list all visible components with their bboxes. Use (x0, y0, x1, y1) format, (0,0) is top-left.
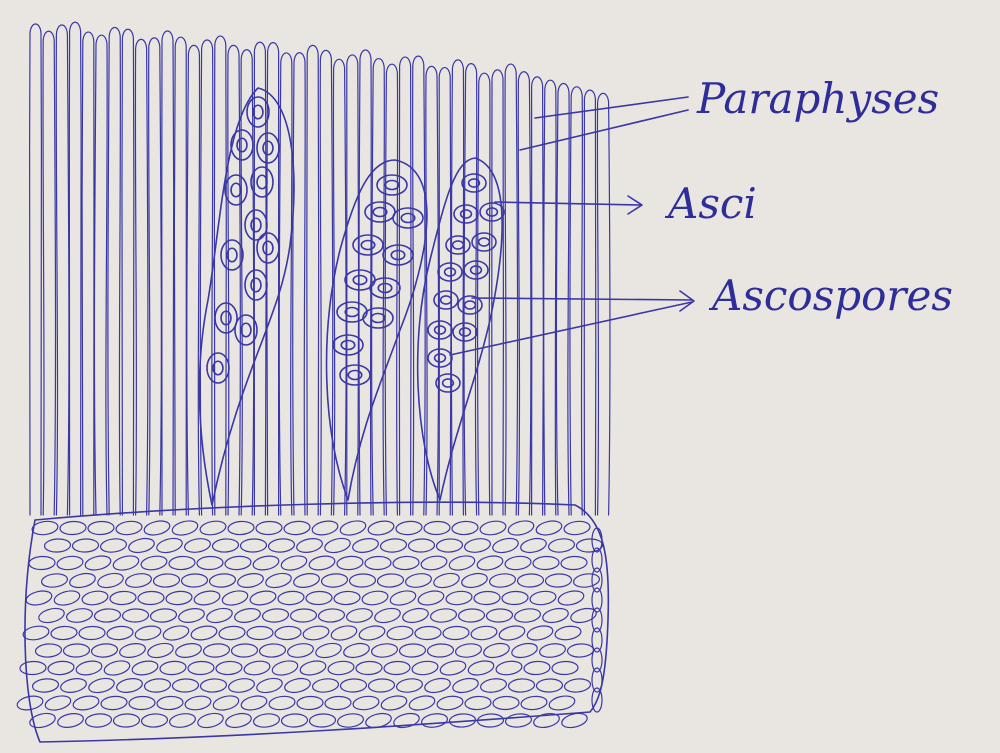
ascospores-label: Ascospores (708, 271, 953, 320)
paraphyses-label: Paraphyses (696, 74, 939, 123)
asci-label: Asci (664, 179, 757, 228)
